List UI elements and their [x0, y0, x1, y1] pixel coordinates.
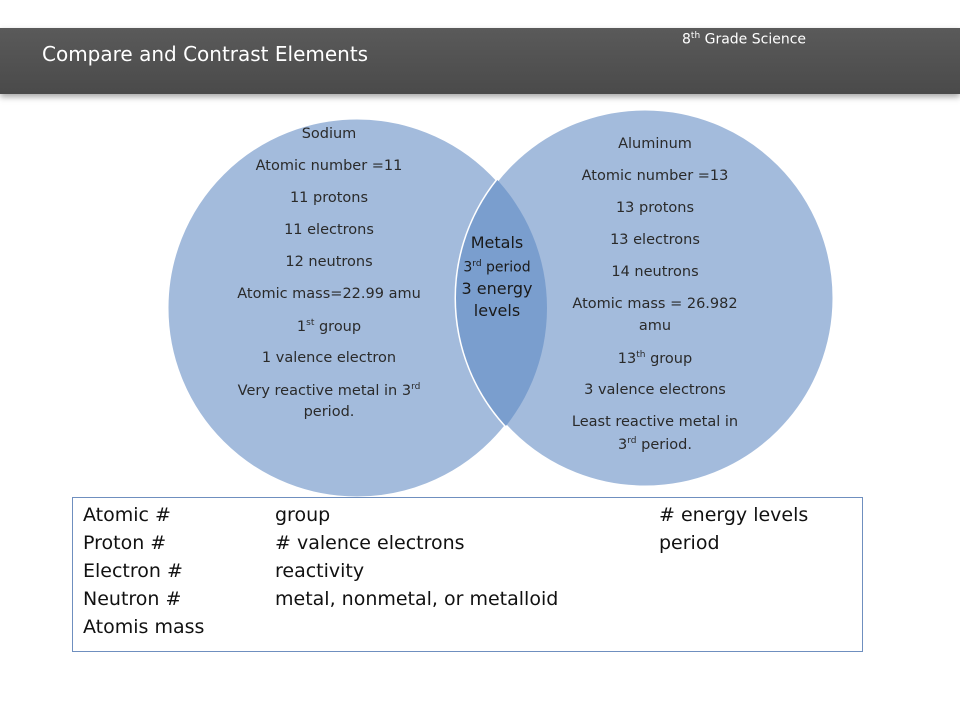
criteria-proton-number: Proton #: [83, 532, 167, 554]
aluminum-atomic-mass-line2: amu: [638, 318, 672, 334]
shared-facts: Metals 3rd period 3 energy levels: [447, 232, 547, 322]
course-grade-number: 8: [682, 31, 691, 48]
criteria-atomic-mass: Atomis mass: [83, 616, 205, 638]
criteria-electron-number: Electron #: [83, 560, 183, 582]
sodium-reactivity-ordinal: rd: [411, 382, 421, 392]
aluminum-group-label: group: [645, 350, 693, 367]
aluminum-group: 13th group: [542, 350, 768, 382]
sodium-name: Sodium: [301, 126, 357, 142]
sodium-protons: 11 protons: [289, 190, 369, 206]
sodium-atomic-number: Atomic number =11: [255, 158, 403, 174]
criteria-reactivity: reactivity: [275, 560, 365, 582]
shared-period-label: period: [481, 259, 531, 276]
sodium-neutrons: 12 neutrons: [285, 254, 373, 270]
aluminum-reactivity-line1: Least reactive metal in: [571, 414, 739, 430]
comparison-criteria-box: Atomic # Proton # Electron # Neutron # A…: [72, 497, 863, 652]
criteria-energy-levels: # energy levels: [659, 504, 809, 526]
criteria-period: period: [659, 532, 720, 554]
aluminum-protons: 13 protons: [615, 200, 695, 216]
aluminum-reactivity-text: period.: [636, 436, 692, 453]
sodium-atomic-mass: Atomic mass=22.99 amu: [237, 286, 421, 302]
page-title: Compare and Contrast Elements: [42, 42, 369, 66]
criteria-neutron-number: Neutron #: [83, 588, 182, 610]
sodium-valence: 1 valence electron: [261, 350, 397, 366]
sodium-group-number: 1: [296, 318, 307, 335]
course-label: 8th Grade Science: [682, 31, 806, 48]
sodium-group-label: group: [314, 318, 362, 335]
aluminum-group-number: 13: [617, 350, 637, 367]
aluminum-neutrons: 14 neutrons: [611, 264, 699, 280]
criteria-valence-electrons: # valence electrons: [275, 532, 465, 554]
aluminum-group-ordinal: th: [636, 350, 646, 360]
aluminum-reactivity-ordinal: rd: [627, 436, 637, 446]
sodium-reactivity-line2: period.: [303, 404, 355, 420]
aluminum-name: Aluminum: [618, 136, 692, 152]
sodium-reactivity-line1: Very reactive metal in 3rd: [200, 382, 458, 404]
aluminum-reactivity-period-number: 3: [618, 436, 628, 453]
header-bar: [0, 28, 960, 94]
sodium-facts: Sodium Atomic number =11 11 protons 11 e…: [200, 126, 458, 426]
course-grade-suffix: th: [690, 31, 701, 41]
aluminum-valence: 3 valence electrons: [584, 382, 726, 398]
criteria-metal-type: metal, nonmetal, or metalloid: [275, 588, 559, 610]
sodium-reactivity-text: Very reactive metal in 3: [237, 382, 412, 399]
aluminum-reactivity-line2: 3rd period.: [542, 436, 768, 458]
shared-period-number: 3: [463, 259, 473, 276]
aluminum-atomic-number: Atomic number =13: [581, 168, 729, 184]
course-subject: Grade Science: [700, 31, 807, 48]
sodium-group-ordinal: st: [306, 318, 315, 328]
criteria-atomic-number: Atomic #: [83, 504, 171, 526]
shared-energy-line2: levels: [473, 300, 521, 320]
criteria-group: group: [275, 504, 331, 526]
sodium-group: 1st group: [200, 318, 458, 350]
shared-energy-line1: 3 energy: [461, 278, 533, 298]
shared-period-ordinal: rd: [472, 259, 482, 269]
shared-period: 3rd period: [447, 254, 547, 278]
aluminum-electrons: 13 electrons: [610, 232, 700, 248]
aluminum-facts: Aluminum Atomic number =13 13 protons 13…: [542, 136, 768, 458]
sodium-electrons: 11 electrons: [284, 222, 374, 238]
aluminum-atomic-mass-line1: Atomic mass = 26.982: [572, 296, 738, 312]
shared-category: Metals: [470, 233, 524, 252]
